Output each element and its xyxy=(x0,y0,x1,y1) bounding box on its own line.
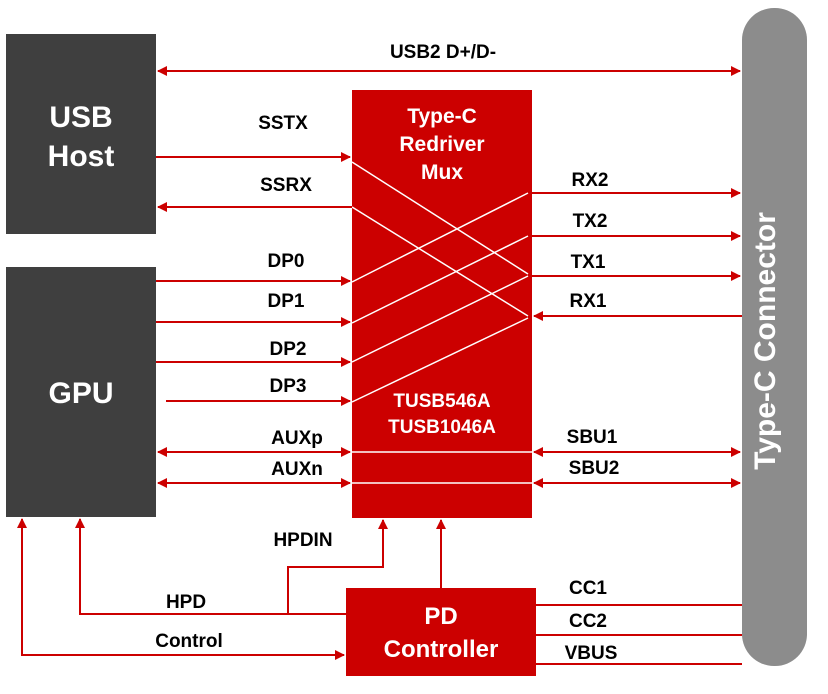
mux-part-number-1: TUSB546A xyxy=(393,391,490,412)
cross-dp1-tx2 xyxy=(351,235,529,324)
usb2-label: USB2 D+/D- xyxy=(390,42,496,63)
cross-dp3-rx1 xyxy=(351,317,529,403)
mux-block xyxy=(352,90,532,518)
vbus-label: VBUS xyxy=(565,643,618,664)
cc1-label: CC1 xyxy=(569,578,607,599)
hpdin-label: HPDIN xyxy=(273,530,332,551)
cross-dp0-rx2 xyxy=(351,192,529,283)
usb-host-label-line1: USB xyxy=(49,101,112,134)
mux-label-line2: Redriver xyxy=(399,133,484,156)
sbu1-label: SBU1 xyxy=(567,427,618,448)
auxp-label: AUXp xyxy=(271,428,323,449)
pd-label-line2: Controller xyxy=(384,636,499,663)
mux-part-number-2: TUSB1046A xyxy=(388,417,496,438)
dp2-label: DP2 xyxy=(270,339,307,360)
control-line xyxy=(17,518,345,660)
tx2-label: TX2 xyxy=(573,211,608,232)
auxn-label: AUXn xyxy=(271,459,323,480)
cross-sstx-tx1 xyxy=(351,161,529,275)
pd-label-line1: PD xyxy=(424,603,457,630)
mux-label-line3: Mux xyxy=(421,161,463,184)
sbu2-label: SBU2 xyxy=(569,458,620,479)
dp1-label: DP1 xyxy=(268,291,305,312)
gpu-label: GPU xyxy=(48,377,113,410)
pd-controller-block xyxy=(346,588,536,676)
mux-label-line1: Type-C xyxy=(407,105,477,128)
sstx-label: SSTX xyxy=(258,113,308,134)
cross-ssrx-rx1 xyxy=(351,206,529,317)
dp0-label: DP0 xyxy=(268,251,305,272)
usb-host-label-line2: Host xyxy=(48,140,115,173)
usb-host-block xyxy=(6,34,156,234)
cross-dp2-tx1 xyxy=(351,275,529,363)
rx2-label: RX2 xyxy=(572,170,609,191)
dp3-label: DP3 xyxy=(270,376,307,397)
ssrx-label: SSRX xyxy=(260,175,312,196)
mux-crossing-lines xyxy=(351,161,532,484)
tx1-label: TX1 xyxy=(571,252,606,273)
control-label: Control xyxy=(155,631,223,652)
signal-lines xyxy=(17,66,742,665)
hpd-label: HPD xyxy=(166,592,206,613)
connector-label: Type-C Connector xyxy=(749,212,782,470)
cc2-label: CC2 xyxy=(569,611,607,632)
gpu-block xyxy=(6,267,156,517)
rx1-label: RX1 xyxy=(570,291,607,312)
connector-block xyxy=(742,8,807,666)
